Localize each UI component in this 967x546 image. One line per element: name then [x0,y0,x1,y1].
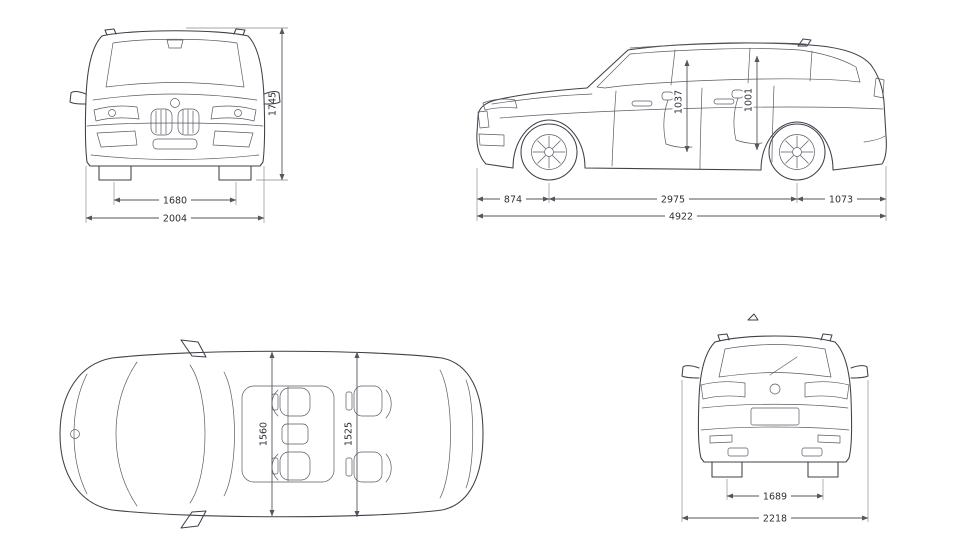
roof-rail-line [629,42,807,49]
air-intakes [96,130,254,148]
door-handle-rear [713,98,735,105]
rear-width-dimension-label: 2218 [763,514,787,525]
front-roof [101,30,249,37]
license-plate-area [750,407,800,426]
headlight-left-ring [108,109,116,117]
roof-antenna-fin [797,38,812,47]
windshield-base-arc [189,364,206,504]
rear-roof [714,335,836,343]
front-fascia-line [73,373,88,495]
brand-roundel-top [70,429,80,439]
character-line [499,106,884,119]
brand-roundel-rear [769,383,781,395]
hood-line-top [115,361,138,507]
rear-wheel [768,123,826,181]
rear-window [718,344,832,378]
antenna-fin-rear [747,313,759,321]
front-width-dimension-label: 2004 [163,214,187,225]
rear-interior-width-dimension-label: 1525 [344,422,355,446]
front-wheel [520,123,578,181]
top-view-dimensions: 1560 1525 [257,351,360,518]
rear-mirrors [681,365,869,379]
front-track-dimension-label: 1680 [163,196,187,207]
front-headroom-dimension-label: 1037 [674,90,685,114]
overall-length-dimension-label: 4922 [669,212,693,223]
front-overhang-dimension-label: 874 [504,195,522,206]
taillight-left [700,381,746,400]
rear-bumper-line [700,426,850,431]
headlight-side [482,98,518,111]
window-pillars [670,47,813,86]
brand-roundel [170,98,180,108]
rear-view-body [681,313,869,478]
headlight-left [93,105,140,122]
rear-view-details [700,344,850,457]
top-body-outline [59,350,484,518]
taillight-right [804,381,850,400]
top-view: 1560 1525 [59,339,484,529]
rear-window-arc [439,369,451,499]
rear-body-sides [697,341,853,463]
side-windows [596,48,861,89]
front-seats-top [271,387,311,481]
rear-wiper [769,356,798,376]
tailgate-line [465,379,474,489]
side-view-body [476,38,887,171]
headlight-right-ring [234,109,242,117]
side-view-dimensions: 1037 1001 874 2975 1073 4922 [476,55,887,223]
side-mirrors [69,91,281,105]
sunroof [241,385,335,483]
tailgate-seam [701,403,849,409]
hood-seam [92,93,258,101]
windshield-top-arc [223,371,235,497]
top-view-body [59,339,484,529]
front-height-dimension-label: 1745 [268,92,279,116]
front-view-details [86,38,264,160]
front-view-body [69,28,281,181]
grille-side [477,110,490,129]
mirror-left-top [180,339,207,358]
windshield [105,38,245,88]
door-handle-front [631,100,653,107]
bumper-seam [86,122,264,127]
front-intake-side [478,133,505,147]
wheelbase-dimension-label: 2975 [661,195,685,206]
front-body-sides [84,35,266,167]
side-view: 1037 1001 874 2975 1073 4922 [476,38,887,223]
rear-view-dimensions: 1689 2218 [681,380,869,525]
kidney-grille [150,108,200,136]
front-interior-width-dimension-label: 1560 [259,422,270,446]
door-seams [611,85,775,170]
exhaust-right [801,447,823,457]
rear-wheels [711,461,839,478]
rear-reflectors [709,434,841,444]
rear-bumper-seam [863,135,886,143]
taillight-side [873,77,885,99]
lower-lip [90,154,260,160]
front-view-dimensions: 1745 1680 2004 [85,27,288,225]
side-body-outline [476,42,887,171]
rearview-mirror [166,39,184,49]
rear-headroom-dimension-label: 1001 [744,88,755,112]
center-intake [152,138,198,150]
front-view: 1745 1680 2004 [69,27,288,225]
rear-roof-rails [717,333,833,342]
hood-cut-line [491,93,593,105]
headlight-right [210,105,257,122]
mirror-right-top [180,510,207,529]
roof-rails [104,28,246,36]
rear-track-dimension-label: 1689 [763,492,787,503]
front-wheels [98,165,252,181]
top-view-details [70,361,474,507]
rear-overhang-dimension-label: 1073 [829,195,853,206]
exhaust-left [727,447,749,457]
rear-seats-top [345,385,392,483]
rear-view: 1689 2218 [681,313,869,525]
